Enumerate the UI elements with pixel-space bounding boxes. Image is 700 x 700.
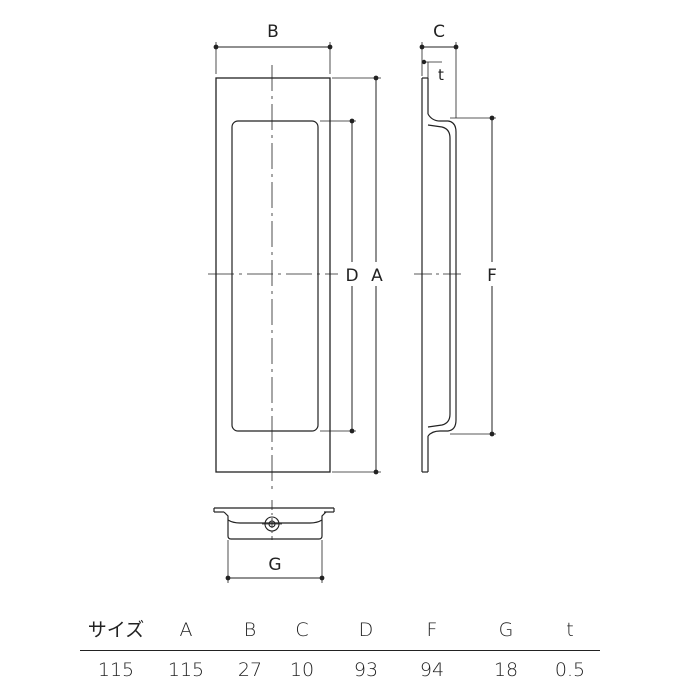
header-f: F: [426, 619, 438, 641]
plate-outline: [215, 77, 331, 473]
value-b: 27: [237, 659, 263, 681]
spec-header-row: サイズ A B C D F G t: [80, 610, 600, 651]
label-t: t: [438, 66, 444, 84]
label-a: A: [371, 266, 383, 286]
value-a: 115: [167, 659, 205, 681]
value-g: 18: [493, 659, 519, 681]
spec-table: サイズ A B C D F G t 115 115 27 10 93 94 18…: [80, 610, 600, 691]
value-f: 94: [419, 659, 445, 681]
label-b: B: [267, 22, 279, 42]
label-g: G: [268, 555, 281, 575]
side-view: [414, 77, 462, 473]
dimension-t: [421, 59, 442, 78]
value-c: 10: [289, 659, 315, 681]
header-t: t: [566, 619, 574, 641]
dimension-c: [419, 42, 459, 118]
header-size: サイズ: [87, 619, 145, 641]
bottom-view: [213, 500, 335, 540]
spec-value-row: 115 115 27 10 93 94 18 0.5: [80, 651, 600, 691]
value-t: 0.5: [554, 659, 586, 681]
header-a: A: [179, 619, 193, 641]
dimension-g: [225, 540, 325, 583]
label-f: F: [487, 266, 497, 286]
dimension-b: [213, 42, 333, 74]
header-b: B: [243, 619, 257, 641]
header-g: G: [498, 619, 514, 641]
header-c: C: [295, 619, 309, 641]
label-c: C: [433, 22, 445, 42]
technical-drawing: B A D C: [208, 22, 497, 583]
value-size: 115: [97, 659, 135, 681]
front-view: [208, 65, 338, 492]
header-d: D: [358, 619, 374, 641]
label-d: D: [345, 266, 358, 286]
value-d: 93: [353, 659, 379, 681]
recess-outline: [231, 120, 319, 432]
